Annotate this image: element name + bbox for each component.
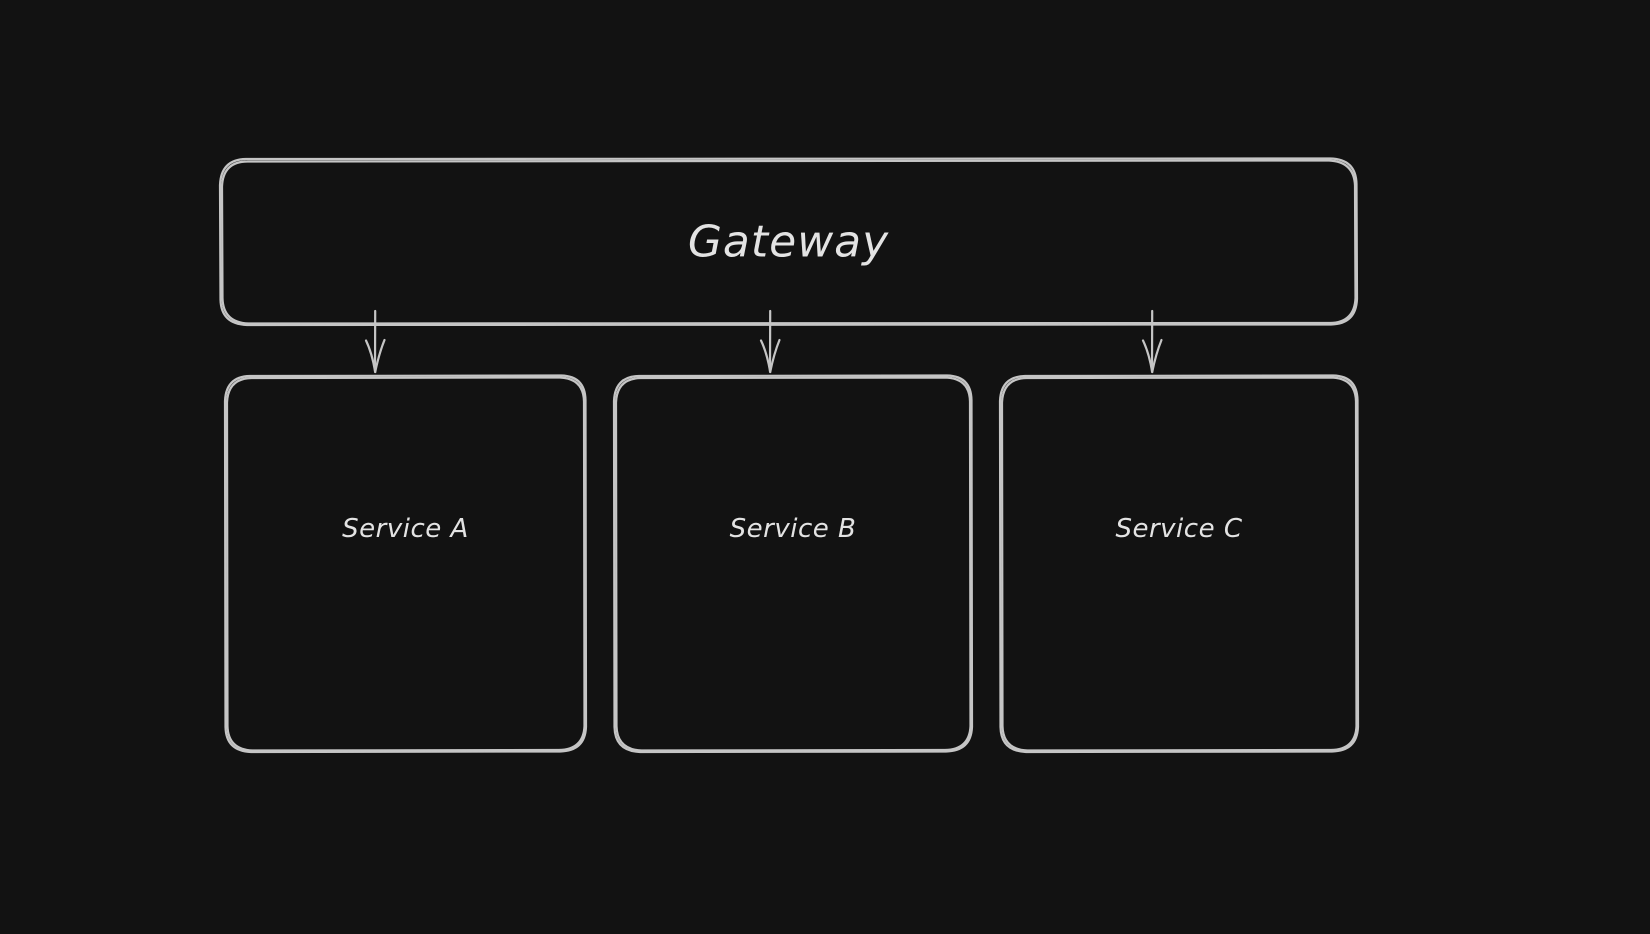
node-service-c[interactable]: Service C [1000, 375, 1358, 752]
node-service-b-label: Service B [729, 514, 857, 544]
node-service-b[interactable]: Service B [614, 375, 972, 752]
node-service-a[interactable]: Service A [225, 375, 586, 752]
node-service-c-label: Service C [1115, 514, 1243, 544]
node-gateway[interactable]: Gateway [220, 158, 1357, 325]
edge-gateway-to-service-b[interactable] [757, 311, 783, 372]
edge-gateway-to-service-c[interactable] [1139, 311, 1165, 372]
edge-gateway-to-service-a[interactable] [362, 311, 388, 372]
node-gateway-label: Gateway [687, 216, 890, 267]
node-service-a-label: Service A [342, 514, 469, 544]
